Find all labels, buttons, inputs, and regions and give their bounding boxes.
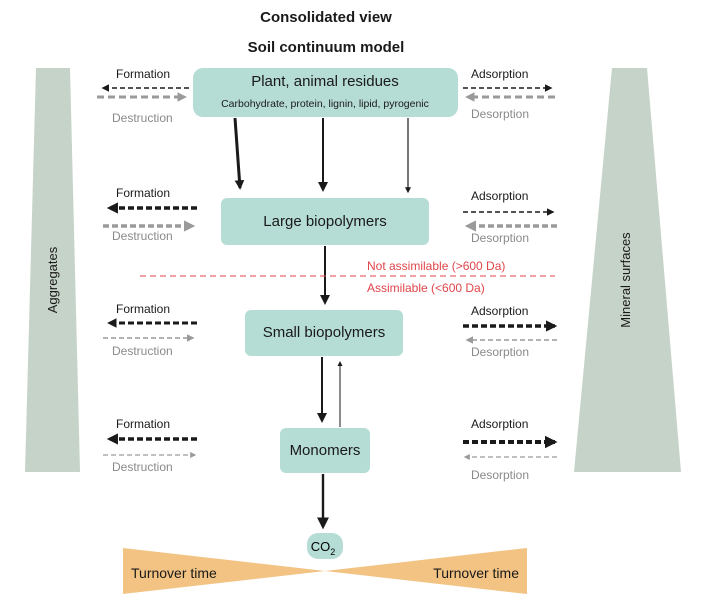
monomers-adsorption-label: Adsorption bbox=[471, 417, 528, 431]
assimilable-label: Assimilable (<600 Da) bbox=[367, 281, 485, 295]
monomers-formation-label: Formation bbox=[116, 417, 170, 431]
large-adsorption-label: Adsorption bbox=[471, 189, 528, 203]
turnover-right-label: Turnover time bbox=[433, 565, 519, 581]
monomers-destruction-label: Destruction bbox=[112, 460, 173, 474]
monomers-desorption-label: Desorption bbox=[471, 468, 529, 482]
residues-adsorption-label: Adsorption bbox=[471, 67, 528, 81]
monomers-label: Monomers bbox=[290, 442, 361, 459]
residues-box bbox=[193, 68, 458, 117]
mineral-surfaces-label: Mineral surfaces bbox=[618, 232, 633, 328]
turnover-left-label: Turnover time bbox=[131, 565, 217, 581]
aggregates-bar bbox=[25, 68, 80, 472]
residues-formation-label: Formation bbox=[116, 67, 170, 81]
turnover-left-wedge bbox=[123, 548, 325, 594]
diagram-title: Consolidated view bbox=[260, 9, 392, 26]
residues-destruction-label: Destruction bbox=[112, 111, 173, 125]
monomers-box bbox=[280, 428, 370, 473]
small-adsorption-label: Adsorption bbox=[471, 304, 528, 318]
large-destruction-label: Destruction bbox=[112, 229, 173, 243]
large-biopolymers-box bbox=[221, 198, 429, 245]
aggregates-label: Aggregates bbox=[45, 246, 60, 313]
diagram-subtitle: Soil continuum model bbox=[248, 39, 405, 56]
residues-desorption-label: Desorption bbox=[471, 107, 529, 121]
small-formation-label: Formation bbox=[116, 302, 170, 316]
residues-to-large-thick-arrow bbox=[233, 117, 245, 190]
large-formation-label: Formation bbox=[116, 186, 170, 200]
not-assimilable-label: Not assimilable (>600 Da) bbox=[367, 259, 505, 273]
mineral-surfaces-bar bbox=[574, 68, 681, 472]
residues-subtitle: Carbohydrate, protein, lignin, lipid, py… bbox=[221, 98, 429, 110]
co2-box bbox=[307, 533, 343, 559]
small-destruction-label: Destruction bbox=[112, 344, 173, 358]
residues-title: Plant, animal residues bbox=[251, 73, 399, 90]
co2-label: CO2 bbox=[311, 539, 336, 557]
small-biopolymers-label: Small biopolymers bbox=[263, 324, 386, 341]
small-biopolymers-box bbox=[245, 310, 403, 356]
large-desorption-label: Desorption bbox=[471, 231, 529, 245]
turnover-right-wedge bbox=[325, 548, 527, 594]
small-desorption-label: Desorption bbox=[471, 345, 529, 359]
large-biopolymers-label: Large biopolymers bbox=[263, 213, 386, 230]
